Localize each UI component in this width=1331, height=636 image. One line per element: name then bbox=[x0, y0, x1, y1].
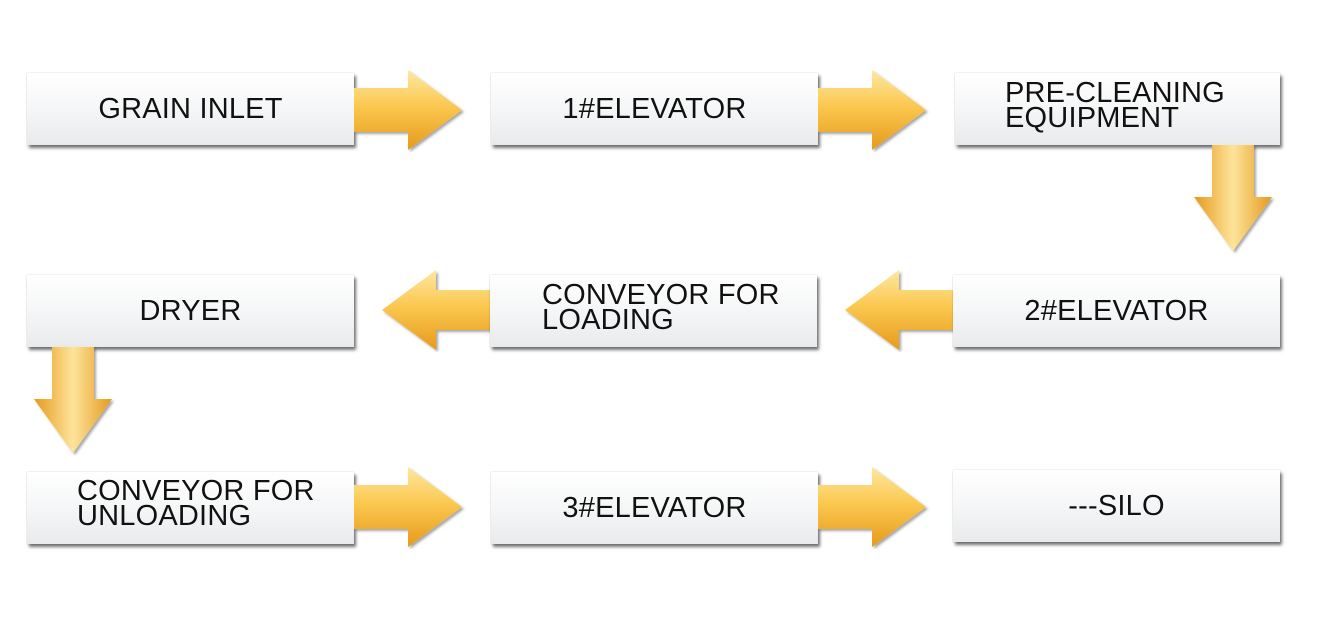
step-conveyor-loading: CONVEYOR FOR LOADING bbox=[490, 275, 817, 347]
step-label-line1: CONVEYOR FOR bbox=[542, 279, 780, 311]
arrow-right-icon bbox=[354, 68, 466, 152]
step-label: DRYER bbox=[139, 294, 242, 327]
step-conveyor-unloading: CONVEYOR FOR UNLOADING bbox=[27, 472, 354, 544]
step-label: GRAIN INLET bbox=[98, 92, 283, 125]
step-label-line2: EQUIPMENT bbox=[1005, 102, 1180, 134]
arrow-right-icon bbox=[818, 68, 930, 152]
step-label-line2: LOADING bbox=[542, 304, 674, 336]
step-silo: ---SILO bbox=[953, 470, 1280, 542]
step-label: 3#ELEVATOR bbox=[562, 491, 747, 524]
step-label: ---SILO bbox=[1068, 489, 1165, 522]
step-label: 1#ELEVATOR bbox=[562, 92, 747, 125]
step-elevator-1: 1#ELEVATOR bbox=[491, 73, 818, 145]
step-dryer: DRYER bbox=[27, 275, 354, 347]
step-pre-cleaning: PRE-CLEANING EQUIPMENT bbox=[955, 73, 1280, 145]
step-elevator-3: 3#ELEVATOR bbox=[491, 472, 818, 544]
step-label-line1: PRE-CLEANING bbox=[1005, 77, 1225, 109]
arrow-down-icon bbox=[1192, 145, 1276, 255]
step-elevator-2: 2#ELEVATOR bbox=[953, 275, 1280, 347]
step-label-line1: CONVEYOR FOR bbox=[77, 475, 315, 507]
arrow-left-icon bbox=[843, 268, 955, 352]
step-label: 2#ELEVATOR bbox=[1024, 294, 1209, 327]
step-label-line2: UNLOADING bbox=[77, 500, 252, 532]
step-grain-inlet: GRAIN INLET bbox=[27, 73, 354, 145]
arrow-right-icon bbox=[818, 465, 930, 549]
arrow-left-icon bbox=[380, 268, 492, 352]
arrow-right-icon bbox=[354, 465, 466, 549]
arrow-down-icon bbox=[32, 347, 116, 457]
